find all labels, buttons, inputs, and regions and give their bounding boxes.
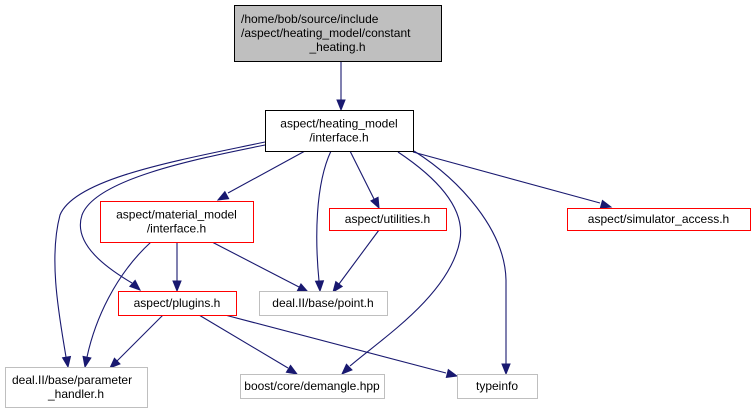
arrowhead-icon bbox=[172, 280, 182, 293]
edge-heating_interface-to-typeinfo bbox=[413, 150, 511, 376]
node-label: aspect/simulator_access.h bbox=[588, 212, 729, 226]
edge-line bbox=[227, 150, 306, 194]
edge-material_interface-to-parameter_handler bbox=[82, 241, 152, 369]
arrowhead-icon bbox=[285, 364, 299, 375]
node-plugins[interactable]: aspect/plugins.h bbox=[118, 291, 237, 316]
node-box bbox=[329, 208, 447, 231]
edge-heating_interface-to-demangle bbox=[341, 151, 462, 375]
edge-heating_interface-to-utilities bbox=[349, 150, 380, 210]
node-label: /aspect/heating_model/constant bbox=[241, 26, 411, 40]
node-box bbox=[234, 5, 442, 62]
arrowhead-icon bbox=[336, 99, 346, 112]
node-parameter-handler[interactable]: deal.II/base/parameter_handler.h bbox=[5, 367, 148, 408]
node-label: aspect/plugins.h bbox=[134, 296, 221, 310]
edge-line bbox=[349, 151, 462, 367]
arrowhead-icon bbox=[128, 279, 142, 291]
arrowhead-icon bbox=[370, 196, 380, 210]
node-simulator-access[interactable]: aspect/simulator_access.h bbox=[567, 208, 751, 231]
node-box bbox=[265, 110, 414, 152]
edge-line bbox=[198, 314, 289, 369]
arrowhead-icon bbox=[599, 199, 613, 209]
edge-root-to-heating_interface bbox=[336, 62, 346, 112]
edge-material_interface-to-plugins bbox=[172, 242, 182, 293]
edge-line bbox=[86, 241, 152, 358]
edge-line bbox=[224, 314, 447, 374]
edge-heating_interface-to-simulator_access bbox=[412, 151, 613, 209]
node-utilities[interactable]: aspect/utilities.h bbox=[329, 208, 447, 231]
node-label: _handler.h bbox=[47, 387, 104, 401]
node-label: deal.II/base/parameter bbox=[12, 373, 132, 387]
edge-heating_interface-to-parameter_handler bbox=[54, 141, 266, 369]
node-box bbox=[240, 374, 385, 399]
node-box bbox=[5, 367, 148, 408]
arrowhead-icon bbox=[445, 368, 459, 378]
arrowhead-icon bbox=[109, 357, 121, 369]
edge-line bbox=[116, 314, 164, 362]
node-label: deal.II/base/point.h bbox=[272, 296, 373, 310]
arrowhead-icon bbox=[332, 280, 344, 294]
arrowhead-icon bbox=[501, 363, 511, 376]
arrowhead-icon bbox=[216, 190, 230, 201]
edge-utilities-to-point bbox=[332, 229, 380, 294]
node-box bbox=[259, 291, 388, 316]
arrowhead-icon bbox=[61, 355, 72, 369]
node-material-interface[interactable]: aspect/material_model/interface.h bbox=[100, 201, 254, 243]
node-label: _heating.h bbox=[308, 40, 365, 54]
edge-heating_interface-to-material_interface bbox=[216, 150, 306, 201]
edge-plugins-to-parameter_handler bbox=[109, 314, 164, 369]
node-label: aspect/heating_model bbox=[280, 117, 397, 131]
node-typeinfo[interactable]: typeinfo bbox=[457, 374, 538, 399]
arrowhead-icon bbox=[296, 282, 310, 293]
edge-line bbox=[79, 144, 266, 284]
node-box bbox=[457, 374, 538, 399]
node-point[interactable]: deal.II/base/point.h bbox=[259, 291, 388, 316]
edge-line bbox=[54, 141, 266, 358]
edge-line bbox=[412, 151, 601, 204]
edge-heating_interface-to-point bbox=[314, 150, 332, 293]
arrowhead-icon bbox=[341, 363, 353, 375]
edge-line bbox=[338, 229, 380, 285]
edge-line bbox=[316, 150, 332, 282]
node-box bbox=[118, 291, 237, 316]
edge-heating_interface-to-plugins bbox=[79, 144, 266, 291]
edge-material_interface-to-point bbox=[211, 241, 310, 293]
arrowhead-icon bbox=[82, 355, 92, 369]
node-label: aspect/utilities.h bbox=[345, 212, 430, 226]
edge-line bbox=[349, 150, 375, 200]
edge-line bbox=[211, 241, 300, 288]
node-heating-interface[interactable]: aspect/heating_model/interface.h bbox=[265, 110, 414, 152]
node-label: boost/core/demangle.hpp bbox=[244, 379, 380, 393]
node-label: /interface.h bbox=[147, 222, 206, 236]
node-label: typeinfo bbox=[476, 379, 518, 393]
node-box bbox=[567, 208, 751, 231]
node-demangle[interactable]: boost/core/demangle.hpp bbox=[240, 374, 385, 399]
node-box bbox=[100, 201, 254, 243]
edges-layer bbox=[54, 62, 613, 378]
nodes-layer: /home/bob/source/include/aspect/heating_… bbox=[5, 5, 751, 408]
node-label: /interface.h bbox=[309, 131, 368, 145]
edge-plugins-to-typeinfo bbox=[224, 314, 459, 378]
node-label: aspect/material_model bbox=[116, 208, 237, 222]
arrowhead-icon bbox=[314, 280, 325, 293]
edge-line bbox=[413, 150, 507, 364]
node-label: /home/bob/source/include bbox=[241, 12, 379, 26]
node-root: /home/bob/source/include/aspect/heating_… bbox=[234, 5, 442, 62]
edge-plugins-to-demangle bbox=[198, 314, 299, 375]
